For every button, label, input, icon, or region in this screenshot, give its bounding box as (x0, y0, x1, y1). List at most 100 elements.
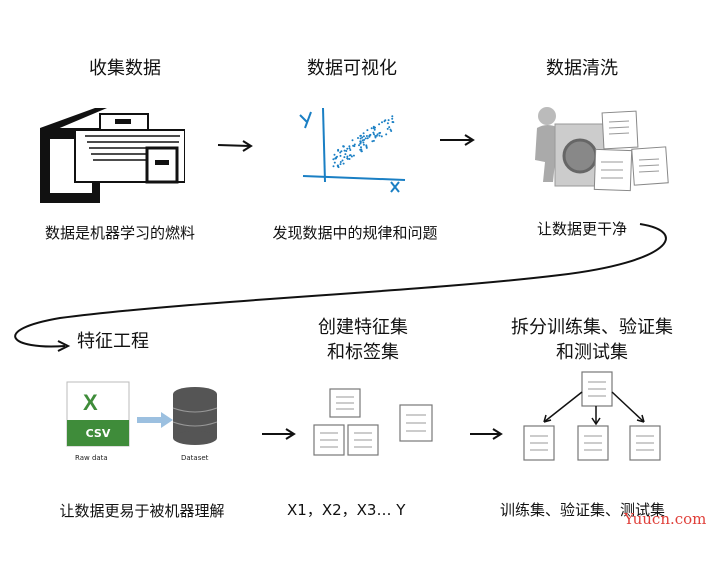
scatter-dot (375, 134, 378, 137)
scatter-dot (362, 141, 365, 144)
scatter-dot (376, 133, 379, 136)
step-caption-features: X1，X2，X3… Y (287, 501, 406, 519)
scatter-dot (359, 142, 362, 145)
scatter-dot (381, 121, 383, 124)
scatter-dot (353, 145, 356, 148)
scatter-dot (334, 157, 337, 160)
scatter-dot (342, 162, 345, 165)
scatter-dot (368, 135, 371, 138)
scatter-dot (373, 133, 375, 136)
scatter-dot (346, 147, 349, 150)
scatter-dot (352, 154, 355, 157)
scatter-dot (380, 135, 383, 138)
step-title-collect: 收集数据 (89, 58, 161, 79)
scatter-dot (387, 119, 390, 122)
scatter-dot (359, 134, 362, 137)
scatter-dot (363, 138, 366, 141)
scatter-dot (336, 164, 339, 167)
scatter-dot (372, 139, 375, 142)
scatter-dot (339, 154, 342, 157)
feature-docs-icon (313, 388, 433, 456)
scatter-dot (353, 143, 356, 146)
scatter-dot (370, 127, 373, 130)
scatter-dot (386, 122, 389, 125)
scatter-dot (360, 148, 363, 151)
step-title-features-line1: 创建特征集 (318, 317, 408, 338)
csv-to-dataset-icon: CSV X Raw data Dataset (66, 381, 218, 462)
scatter-dot (391, 117, 394, 120)
scatter-dot (337, 166, 340, 169)
arrow-1-2 (217, 144, 251, 147)
scatter-dot (351, 139, 354, 142)
scatter-dots (332, 115, 395, 169)
csv-caption: Raw data (75, 454, 108, 462)
scatter-dot (365, 135, 368, 137)
step-title-split-line2: 和测试集 (556, 342, 628, 363)
watermark: Yuucn.com (624, 510, 707, 528)
scatter-dot (388, 126, 391, 129)
step-caption-feature-engineering: 让数据更易于被机器理解 (59, 502, 225, 520)
step-caption-split: 训练集、验证集、测试集 (500, 501, 666, 519)
scatter-dot (339, 161, 342, 163)
scatter-dot (359, 137, 362, 140)
scatter-dot (349, 149, 352, 151)
scatter-plot-icon (299, 107, 406, 193)
scatter-dot (342, 145, 345, 148)
scatter-dot (333, 153, 336, 156)
scatter-dot (362, 132, 365, 135)
scatter-dot (378, 134, 381, 137)
scatter-dot (345, 150, 348, 152)
split-tree-icon (523, 371, 661, 461)
scatter-dot (332, 165, 335, 168)
scatter-dot (348, 154, 351, 157)
scatter-dot (361, 136, 364, 139)
scatter-dot (374, 135, 377, 137)
scatter-dot (371, 140, 374, 143)
scatter-dot (378, 132, 381, 135)
scatter-dot (348, 147, 351, 150)
scatter-dot (374, 126, 376, 129)
scatter-dot (346, 155, 349, 158)
scatter-dot (360, 150, 363, 153)
scatter-dot (391, 115, 394, 118)
scatter-dot (385, 133, 388, 136)
step-caption-clean: 让数据更干净 (536, 220, 627, 238)
scatter-dot (341, 159, 344, 162)
scatter-dot (378, 123, 381, 126)
step-caption-visualize: 发现数据中的规律和问题 (272, 224, 438, 242)
filing-cabinet-icon (40, 108, 185, 203)
scatter-dot (369, 134, 372, 136)
csv-badge: CSV (86, 427, 111, 440)
scatter-dot (373, 128, 376, 131)
scatter-dot (358, 144, 360, 147)
loop-connector (14, 223, 667, 348)
dataset-caption: Dataset (181, 454, 209, 462)
scatter-dot (359, 140, 362, 143)
scatter-dot (337, 149, 340, 152)
scatter-dot (343, 149, 346, 152)
scatter-dot (391, 121, 394, 123)
scatter-dot (339, 163, 342, 166)
scatter-dot (348, 145, 351, 148)
step-title-visualize: 数据可视化 (307, 58, 397, 79)
scatter-dot (350, 155, 353, 158)
scatter-dot (374, 136, 377, 139)
scatter-dot (365, 146, 368, 149)
step-title-clean: 数据清洗 (546, 58, 618, 79)
scatter-dot (333, 161, 336, 164)
step-caption-collect: 数据是机器学习的燃料 (44, 224, 195, 242)
scatter-dot (389, 128, 392, 131)
step-title-features-line2: 和标签集 (327, 342, 399, 363)
scatter-dot (366, 129, 369, 132)
washing-machine-icon (535, 107, 669, 192)
scatter-dot (360, 146, 362, 149)
scatter-dot (383, 120, 386, 123)
scatter-dot (366, 137, 369, 140)
scatter-dot (386, 127, 389, 130)
scatter-dot (340, 150, 343, 153)
scatter-dot (344, 153, 347, 156)
scatter-dot (332, 158, 335, 161)
scatter-dot (364, 137, 367, 140)
step-title-feature-engineering: 特征工程 (77, 331, 149, 352)
